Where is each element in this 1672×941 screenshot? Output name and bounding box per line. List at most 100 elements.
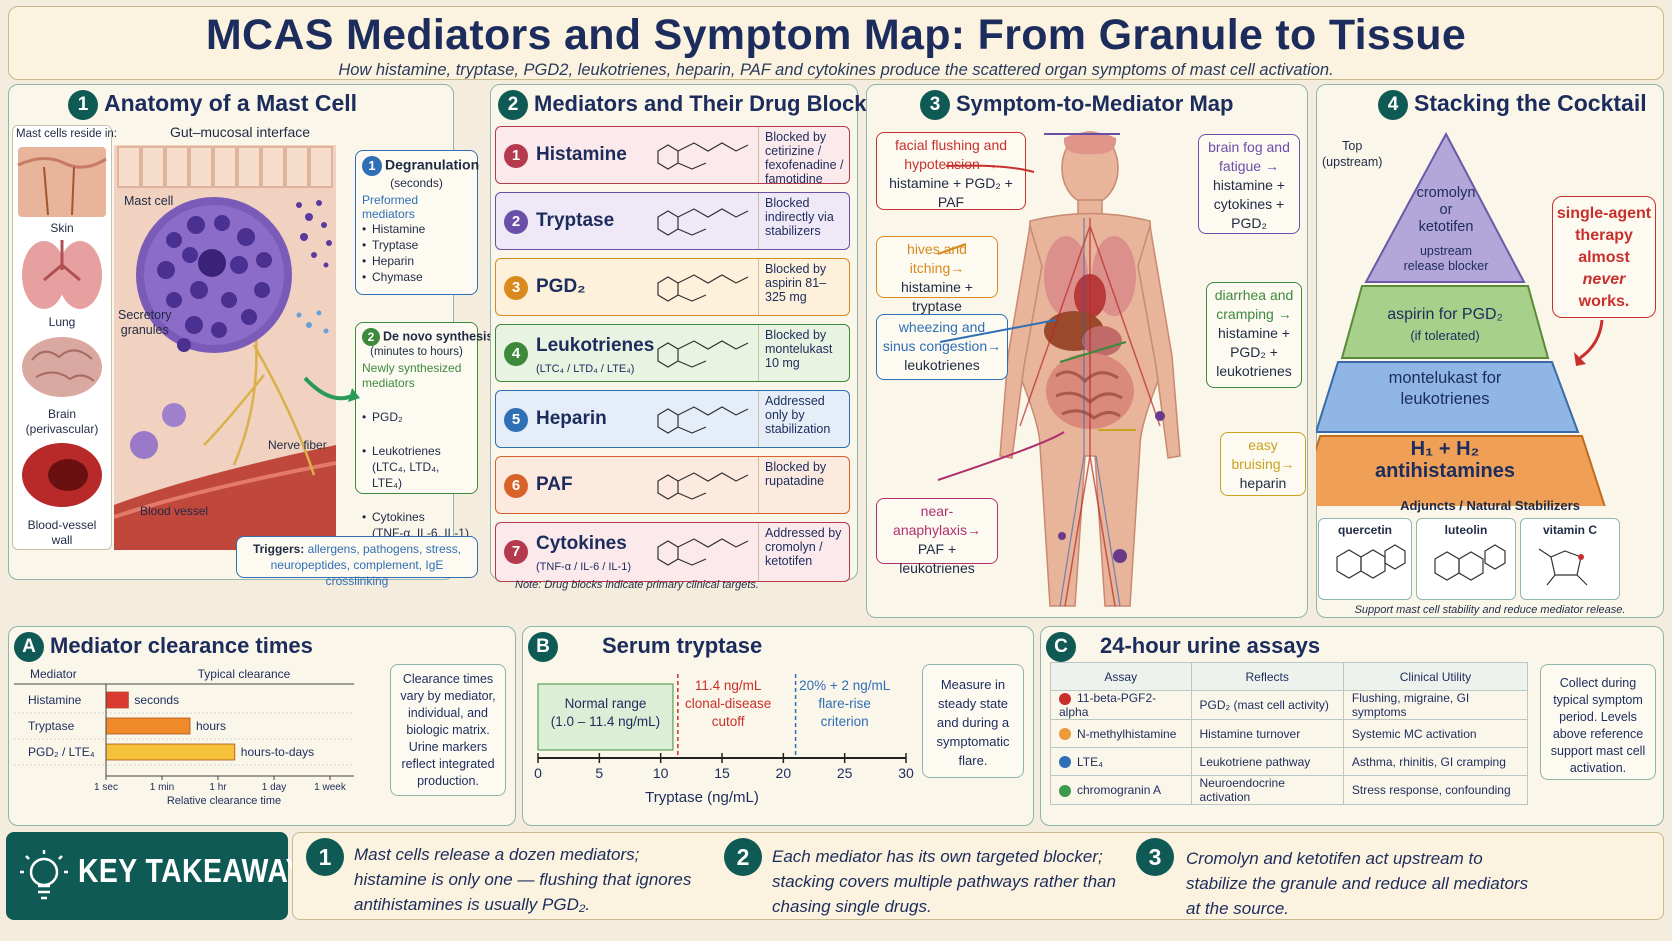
vessel-image [22, 443, 102, 507]
clearance-bar [105, 743, 236, 761]
takeaway-1-number: 1 [306, 838, 344, 876]
triggers-label: Triggers: [252, 542, 305, 556]
symptom-head: wheezing and sinus congestion→ [882, 319, 1002, 354]
takeaways-box [292, 832, 1664, 920]
x-tick-label: 5 [595, 765, 603, 781]
tissue-illustrations [17, 147, 107, 507]
mediator-subtitle: (LTC₄ / LTD₄ / LTE₄) [536, 363, 635, 375]
x-axis-label: Relative clearance time [167, 795, 281, 807]
reside-label: Mast cells reside in: [16, 128, 117, 140]
x-axis-label: Tryptase (ng/mL) [645, 789, 759, 806]
panel4-number: 4 [1378, 90, 1408, 120]
list-item: PGD₂ [362, 409, 471, 425]
x-tick-label: 0 [534, 765, 542, 781]
mediator-number: 5 [504, 408, 528, 432]
lung-image [22, 240, 102, 309]
category-label: Histamine [28, 693, 82, 707]
molecule-structure-icon [1434, 544, 1506, 581]
panel1-number: 1 [68, 90, 98, 120]
bar-value-label: seconds [134, 693, 179, 707]
tier-0-sub: upstream release blocker [1403, 244, 1489, 273]
degran-subtitle: Preformed mediators [362, 193, 419, 221]
assay-color-dot [1059, 728, 1071, 741]
normal-range-label: Normal range(1.0 – 11.4 ng/mL) [551, 696, 660, 729]
degran-time: (seconds) [390, 176, 443, 190]
page-title: MCAS Mediators and Symptom Map: From Gra… [205, 11, 1467, 59]
panelC-letter: C [1046, 632, 1076, 662]
panelA-title-text: Mediator clearance times [50, 632, 313, 658]
tier-1-sub: (if tolerated) [1410, 328, 1480, 343]
assay-name: N-methylhistamine [1077, 726, 1177, 741]
molecule-structure-icon [1538, 548, 1588, 586]
mediator-note-text: Note: Drug blocks indicate primary clini… [515, 579, 759, 591]
reflects-cell: Neuroendocrine activation [1190, 775, 1344, 805]
tier-1-main: aspirin for PGD₂ [1387, 306, 1503, 323]
panel3-number: 3 [920, 90, 950, 120]
molecule-structure-icon [657, 208, 749, 236]
mediator-drug-block: Blocked indirectly via stabilizers [758, 193, 851, 249]
symptom-box: facial flushing and hypotension →histami… [876, 132, 1026, 210]
header: MCAS Mediators and Symptom Map: From Gra… [8, 6, 1664, 80]
symptom-head: diarrhea and cramping → [1214, 287, 1294, 322]
col-clearance: Typical clearance [198, 667, 291, 681]
takeaway-1-text: Mast cells release a dozen mediators; hi… [354, 845, 692, 914]
molecule-structure-icon [657, 340, 749, 368]
mediator-number: 6 [504, 474, 528, 498]
x-tick-label: 15 [714, 765, 730, 781]
x-tick-label: 1 week [314, 782, 347, 793]
adjunct-label: vitamin C [1542, 523, 1597, 537]
x-tick-label: 20 [776, 765, 792, 781]
mediator-drug-block: Addressed by cromolyn / ketotifen [758, 523, 851, 581]
utility-cell: Systemic MC activation [1342, 719, 1529, 748]
mediator-number: 2 [504, 210, 528, 234]
molecule-structure-icon [657, 406, 749, 434]
mediator-number: 1 [504, 144, 528, 168]
molecule-structure-icon [657, 472, 749, 500]
callout-line: never [1582, 271, 1626, 288]
denovo-time: (minutes to hours) [370, 346, 463, 358]
callout-line: therapy [1575, 227, 1633, 244]
takeaway-2-text: Each mediator has its own targeted block… [772, 847, 1116, 916]
tissue-vessel: Blood-vessel wall [27, 518, 97, 547]
symptom-mediators: histamine + tryptase [901, 279, 973, 314]
category-label: Tryptase [28, 719, 75, 733]
list-item: Histamine [362, 221, 471, 237]
panel3-title-text: Symptom-to-Mediator Map [956, 90, 1234, 116]
molecule-structure-icon [657, 142, 749, 170]
symptom-head: hives and itching→ [907, 241, 967, 276]
lightbulb-icon [20, 850, 68, 900]
mediator-name: PAF [536, 474, 573, 495]
degran-number: 1 [362, 156, 382, 176]
list-item: Leukotrienes (LTC₄, LTD₄, LTE₄) [362, 443, 471, 491]
symptom-head: easy bruising→ [1231, 437, 1295, 472]
interface-label: Gut–mucosal interface [170, 124, 311, 140]
molecule-vitamin-c: vitamin C [1520, 518, 1620, 600]
x-tick-label: 1 hr [209, 782, 227, 793]
mediator-number: 4 [504, 342, 528, 366]
mast-cell-label: Mast cell [124, 194, 174, 208]
callout-line: single-agent [1556, 205, 1652, 222]
symptom-box: wheezing and sinus congestion→leukotrien… [876, 314, 1008, 380]
takeaway-3-text: Cromolyn and ketotifen act upstream to s… [1186, 849, 1529, 918]
symptom-box: near-anaphylaxis→PAF + leukotrienes [876, 498, 998, 576]
callout-line: almost [1578, 249, 1630, 266]
assay-cell: chromogranin A [1050, 775, 1192, 805]
mast-cell-illustration [114, 145, 336, 550]
col-utility: Clinical Utility [1342, 662, 1529, 691]
brain-image [22, 337, 102, 397]
symptom-head: brain fog and fatigue → [1208, 139, 1290, 174]
